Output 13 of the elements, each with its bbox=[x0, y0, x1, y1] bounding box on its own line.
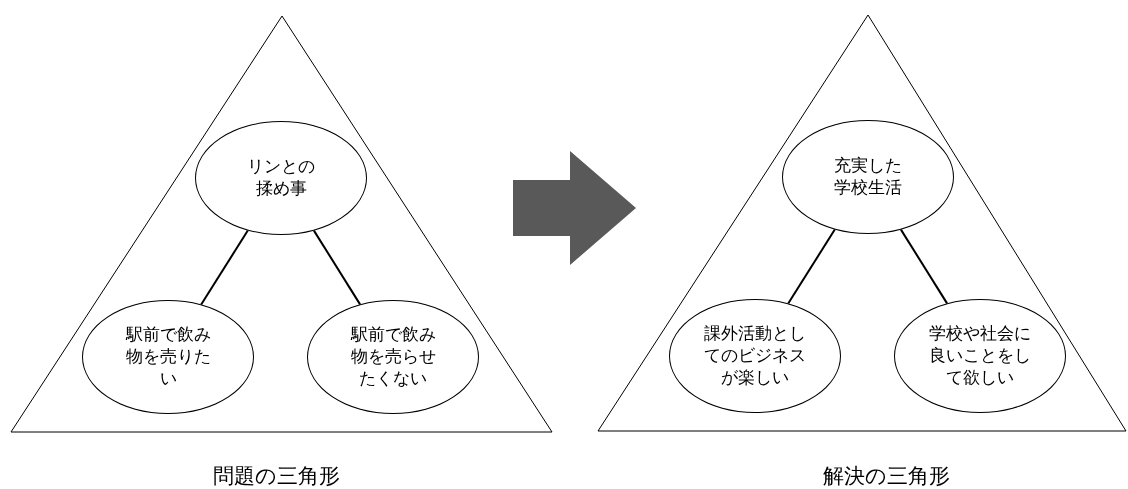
topic-ellipse: 充実した学校生活 bbox=[782, 120, 954, 234]
connector-line bbox=[312, 229, 362, 306]
connector-line bbox=[787, 228, 836, 305]
topic-ellipse: リンとの揉め事 bbox=[195, 121, 367, 235]
connector-line bbox=[200, 229, 249, 306]
topic-ellipse: 駅前で飲み物を売らせたくない bbox=[307, 300, 479, 414]
connector-line bbox=[899, 228, 949, 305]
block-arrow bbox=[513, 151, 636, 265]
topic-ellipse: 駅前で飲み物を売りたい bbox=[82, 300, 254, 414]
triangle-caption: 解決の三角形 bbox=[822, 463, 950, 489]
topic-ellipse: 学校や社会に良いことをして欲しい bbox=[894, 299, 1066, 413]
topic-ellipse: 課外活動としてのビジネスが楽しい bbox=[669, 299, 841, 413]
triangle-caption: 問題の三角形 bbox=[212, 463, 340, 489]
